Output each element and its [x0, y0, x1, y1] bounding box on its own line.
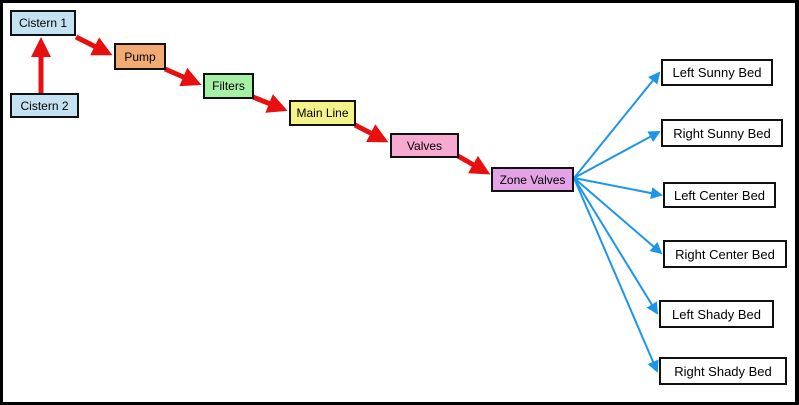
arrow-to-left-center-bed — [573, 177, 663, 199]
arrow-pump-to-filters — [163, 66, 202, 87]
node-right-sunny-bed: Right Sunny Bed — [661, 119, 783, 147]
node-filters: Filters — [203, 73, 254, 99]
arrow-to-right-shady-bed — [573, 177, 659, 373]
node-cistern-2: Cistern 2 — [10, 93, 79, 118]
arrow-to-right-center-bed — [573, 177, 663, 255]
node-left-center-bed: Left Center Bed — [663, 182, 776, 208]
arrow-to-left-shady-bed — [573, 177, 659, 315]
node-right-shady-bed: Right Shady Bed — [659, 357, 787, 385]
arrow-mainline-to-valves — [353, 122, 389, 143]
node-zone-valves: Zone Valves — [491, 167, 574, 192]
arrow-filters-to-mainline — [252, 94, 288, 113]
node-left-sunny-bed: Left Sunny Bed — [661, 59, 773, 86]
node-valves: Valves — [390, 133, 459, 158]
node-right-center-bed: Right Center Bed — [663, 240, 787, 268]
arrow-cistern1-to-pump — [74, 34, 113, 56]
arrow-to-left-sunny-bed — [573, 71, 661, 179]
node-cistern-1: Cistern 1 — [10, 10, 76, 36]
arrow-valves-to-zonevalves — [456, 153, 491, 175]
arrow-to-right-sunny-bed — [573, 131, 661, 179]
node-pump: Pump — [114, 43, 166, 70]
node-main-line: Main Line — [289, 100, 356, 126]
node-left-shady-bed: Left Shady Bed — [659, 300, 774, 328]
